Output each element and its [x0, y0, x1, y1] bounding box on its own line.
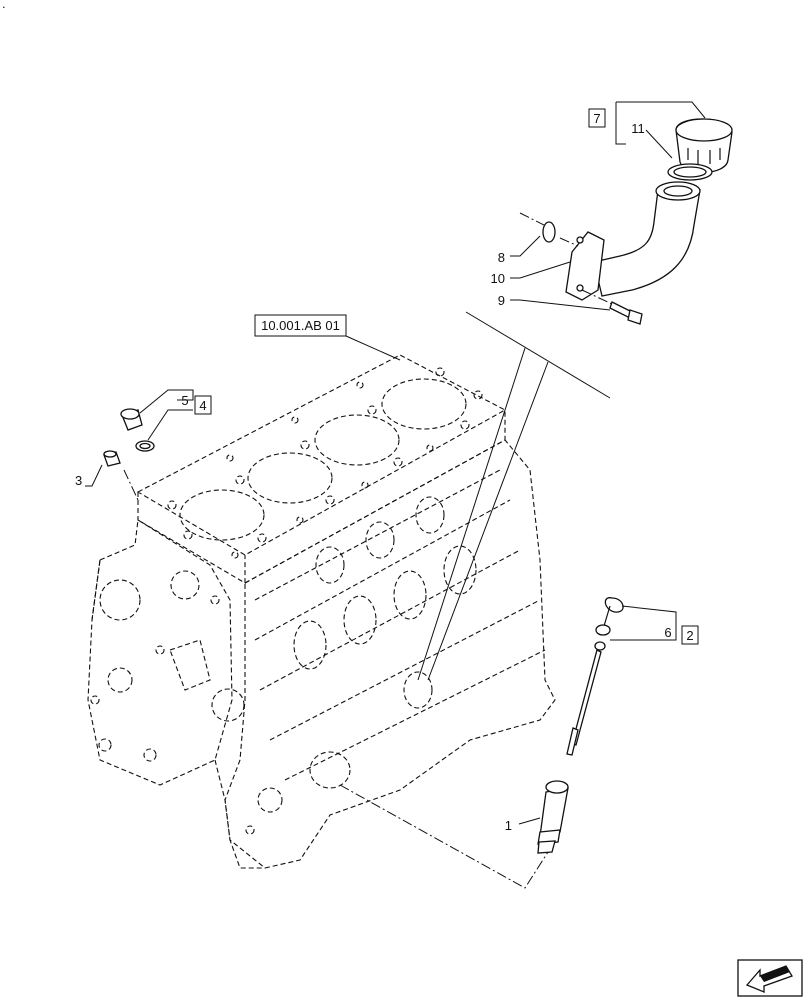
o-ring — [542, 221, 556, 243]
assembly-lines — [123, 212, 613, 889]
filler-seal-ring — [667, 163, 713, 181]
plug — [103, 450, 121, 467]
callout-3: 3 — [75, 473, 82, 488]
boxed-callout-4[interactable]: 4 — [194, 395, 212, 415]
callout-2[interactable]: 2 — [686, 628, 693, 643]
callout-leaders — [85, 101, 706, 825]
callout-1: 1 — [505, 818, 512, 833]
callout-9: 9 — [498, 293, 505, 308]
callout-10: 10 — [491, 271, 505, 286]
arrow-back-icon[interactable] — [737, 959, 803, 997]
reference-label-box[interactable]: 10.001.AB 01 — [254, 314, 347, 337]
drain-plug — [120, 408, 155, 452]
dipstick-guide-tube — [537, 780, 569, 854]
engine-block — [87, 354, 556, 869]
reference-label[interactable]: 10.001.AB 01 — [261, 318, 340, 333]
boxed-callout-2[interactable]: 2 — [681, 625, 699, 645]
callout-8: 8 — [498, 250, 505, 265]
callout-6: 6 — [664, 625, 671, 640]
dipstick — [566, 597, 624, 756]
callout-7[interactable]: 7 — [593, 111, 600, 126]
filler-pipe — [565, 181, 701, 301]
boxed-callout-7[interactable]: 7 — [588, 108, 606, 128]
callout-5: 5 — [181, 393, 188, 408]
callout-11: 11 — [631, 121, 645, 136]
bolt — [609, 301, 643, 325]
callout-4[interactable]: 4 — [199, 398, 206, 413]
corner-mark: . — [2, 0, 6, 11]
